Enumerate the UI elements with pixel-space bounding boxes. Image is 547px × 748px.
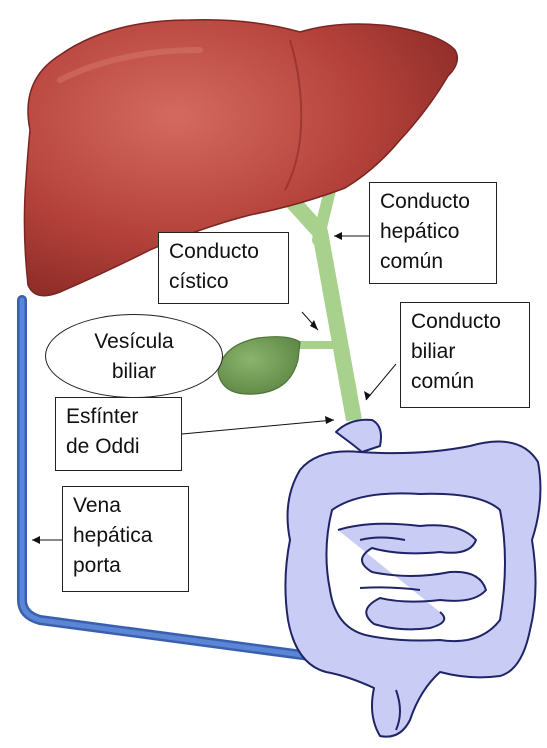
label-line: biliar — [46, 357, 222, 387]
label-line: biliar — [411, 337, 519, 367]
label-line: común — [411, 367, 519, 397]
label-line: común — [380, 247, 486, 277]
label-conducto-cistico: Conducto cístico — [158, 232, 289, 304]
gallbladder-shape — [218, 337, 300, 394]
label-line: Conducto — [380, 187, 486, 217]
label-line: hepática — [73, 521, 178, 551]
label-line: Vena — [73, 491, 178, 521]
label-line: Conducto — [169, 237, 278, 267]
label-line: Conducto — [411, 307, 519, 337]
label-conducto-biliar-comun: Conducto biliar común — [400, 302, 530, 408]
label-line: cístico — [169, 267, 278, 297]
label-vena-hepatica-porta: Vena hepática porta — [62, 486, 189, 592]
label-line: hepático — [380, 217, 486, 247]
label-line: porta — [73, 551, 178, 581]
label-line: de Oddi — [66, 432, 171, 462]
label-esfinter-de-oddi: Esfínter de Oddi — [55, 397, 182, 471]
label-line: Esfínter — [66, 402, 171, 432]
label-line: Vesícula — [46, 327, 222, 357]
intestines — [285, 420, 540, 737]
label-conducto-hepatico-comun: Conducto hepático común — [369, 182, 497, 284]
label-vesicula-biliar: Vesícula biliar — [45, 314, 223, 398]
